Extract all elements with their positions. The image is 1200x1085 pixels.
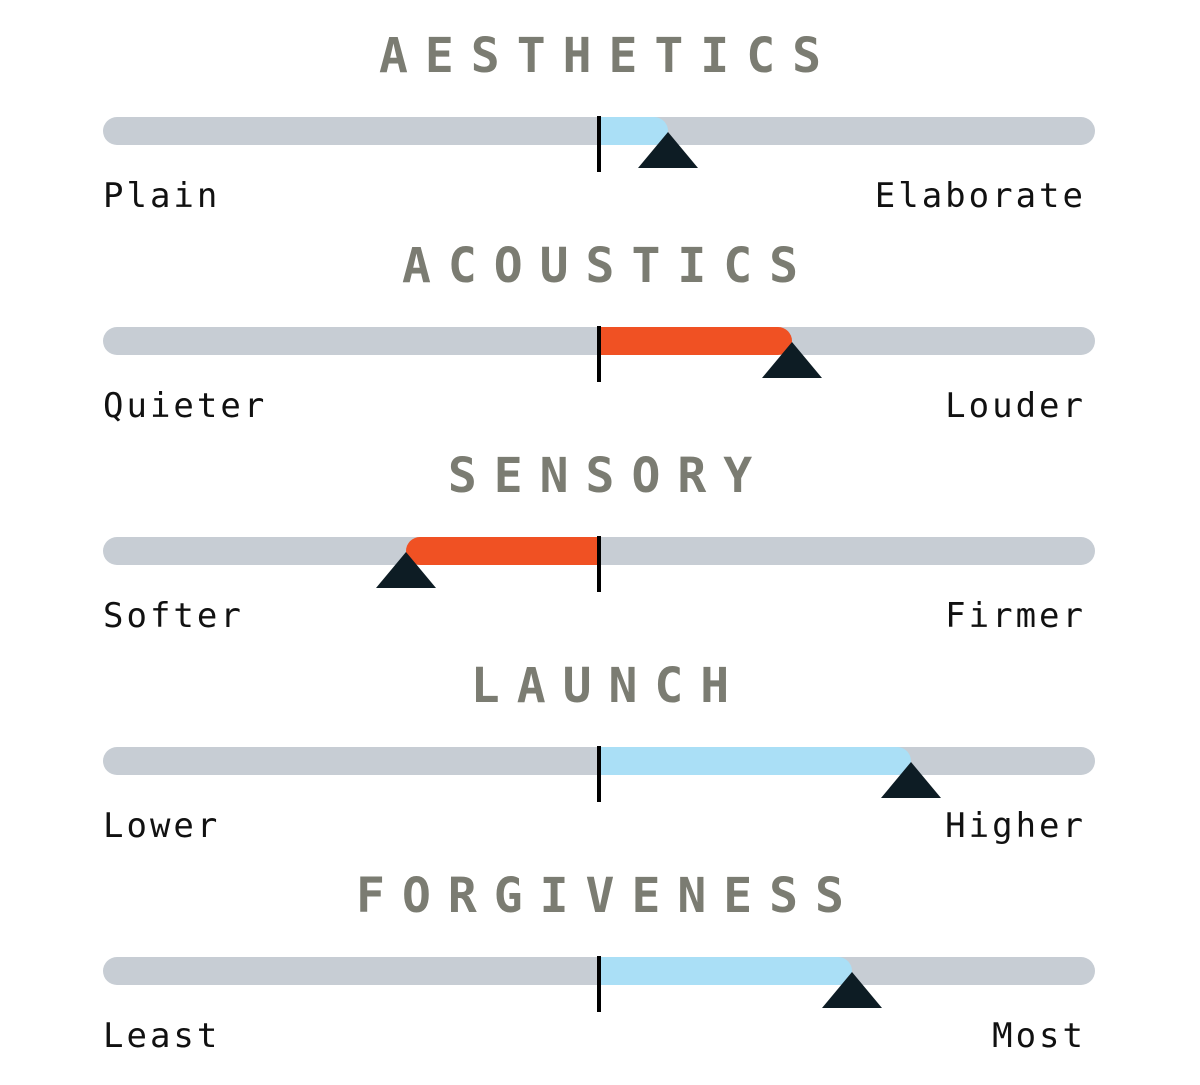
- center-tick: [597, 746, 601, 802]
- center-tick: [597, 956, 601, 1012]
- triangle-up-icon[interactable]: [760, 340, 824, 380]
- right-label: Higher: [945, 806, 1086, 846]
- right-label: Most: [992, 1016, 1086, 1056]
- scale-fill: [599, 327, 793, 355]
- scale-fill: [599, 117, 669, 145]
- scale-fill: [405, 537, 599, 565]
- left-label: Least: [103, 1016, 221, 1056]
- right-label: Louder: [945, 386, 1086, 426]
- right-label: Firmer: [945, 596, 1086, 636]
- triangle-up-icon[interactable]: [636, 130, 700, 170]
- center-tick: [597, 326, 601, 382]
- left-label: Softer: [103, 596, 244, 636]
- scale-fill: [599, 747, 912, 775]
- scale-fill: [599, 957, 852, 985]
- scale-acoustics: ACOUSTICS Quieter Louder: [0, 210, 1200, 426]
- scale-forgiveness: FORGIVENESS Least Most: [0, 840, 1200, 1056]
- scale-aesthetics: AESTHETICS Plain Elaborate: [0, 0, 1200, 216]
- scale-title: SENSORY: [447, 448, 770, 504]
- scale-title: ACOUSTICS: [401, 238, 816, 294]
- left-label: Plain: [103, 176, 221, 216]
- scale-title: AESTHETICS: [379, 28, 838, 84]
- scale-launch: LAUNCH Lower Higher: [0, 630, 1200, 846]
- scale-title: LAUNCH: [470, 658, 747, 714]
- center-tick: [597, 536, 601, 592]
- left-label: Lower: [103, 806, 221, 846]
- scale-sensory: SENSORY Softer Firmer: [0, 420, 1200, 636]
- right-label: Elaborate: [874, 176, 1086, 216]
- left-label: Quieter: [103, 386, 268, 426]
- scale-title: FORGIVENESS: [356, 868, 861, 924]
- center-tick: [597, 116, 601, 172]
- triangle-up-icon[interactable]: [879, 760, 943, 800]
- triangle-up-icon[interactable]: [374, 550, 438, 590]
- triangle-up-icon[interactable]: [820, 970, 884, 1010]
